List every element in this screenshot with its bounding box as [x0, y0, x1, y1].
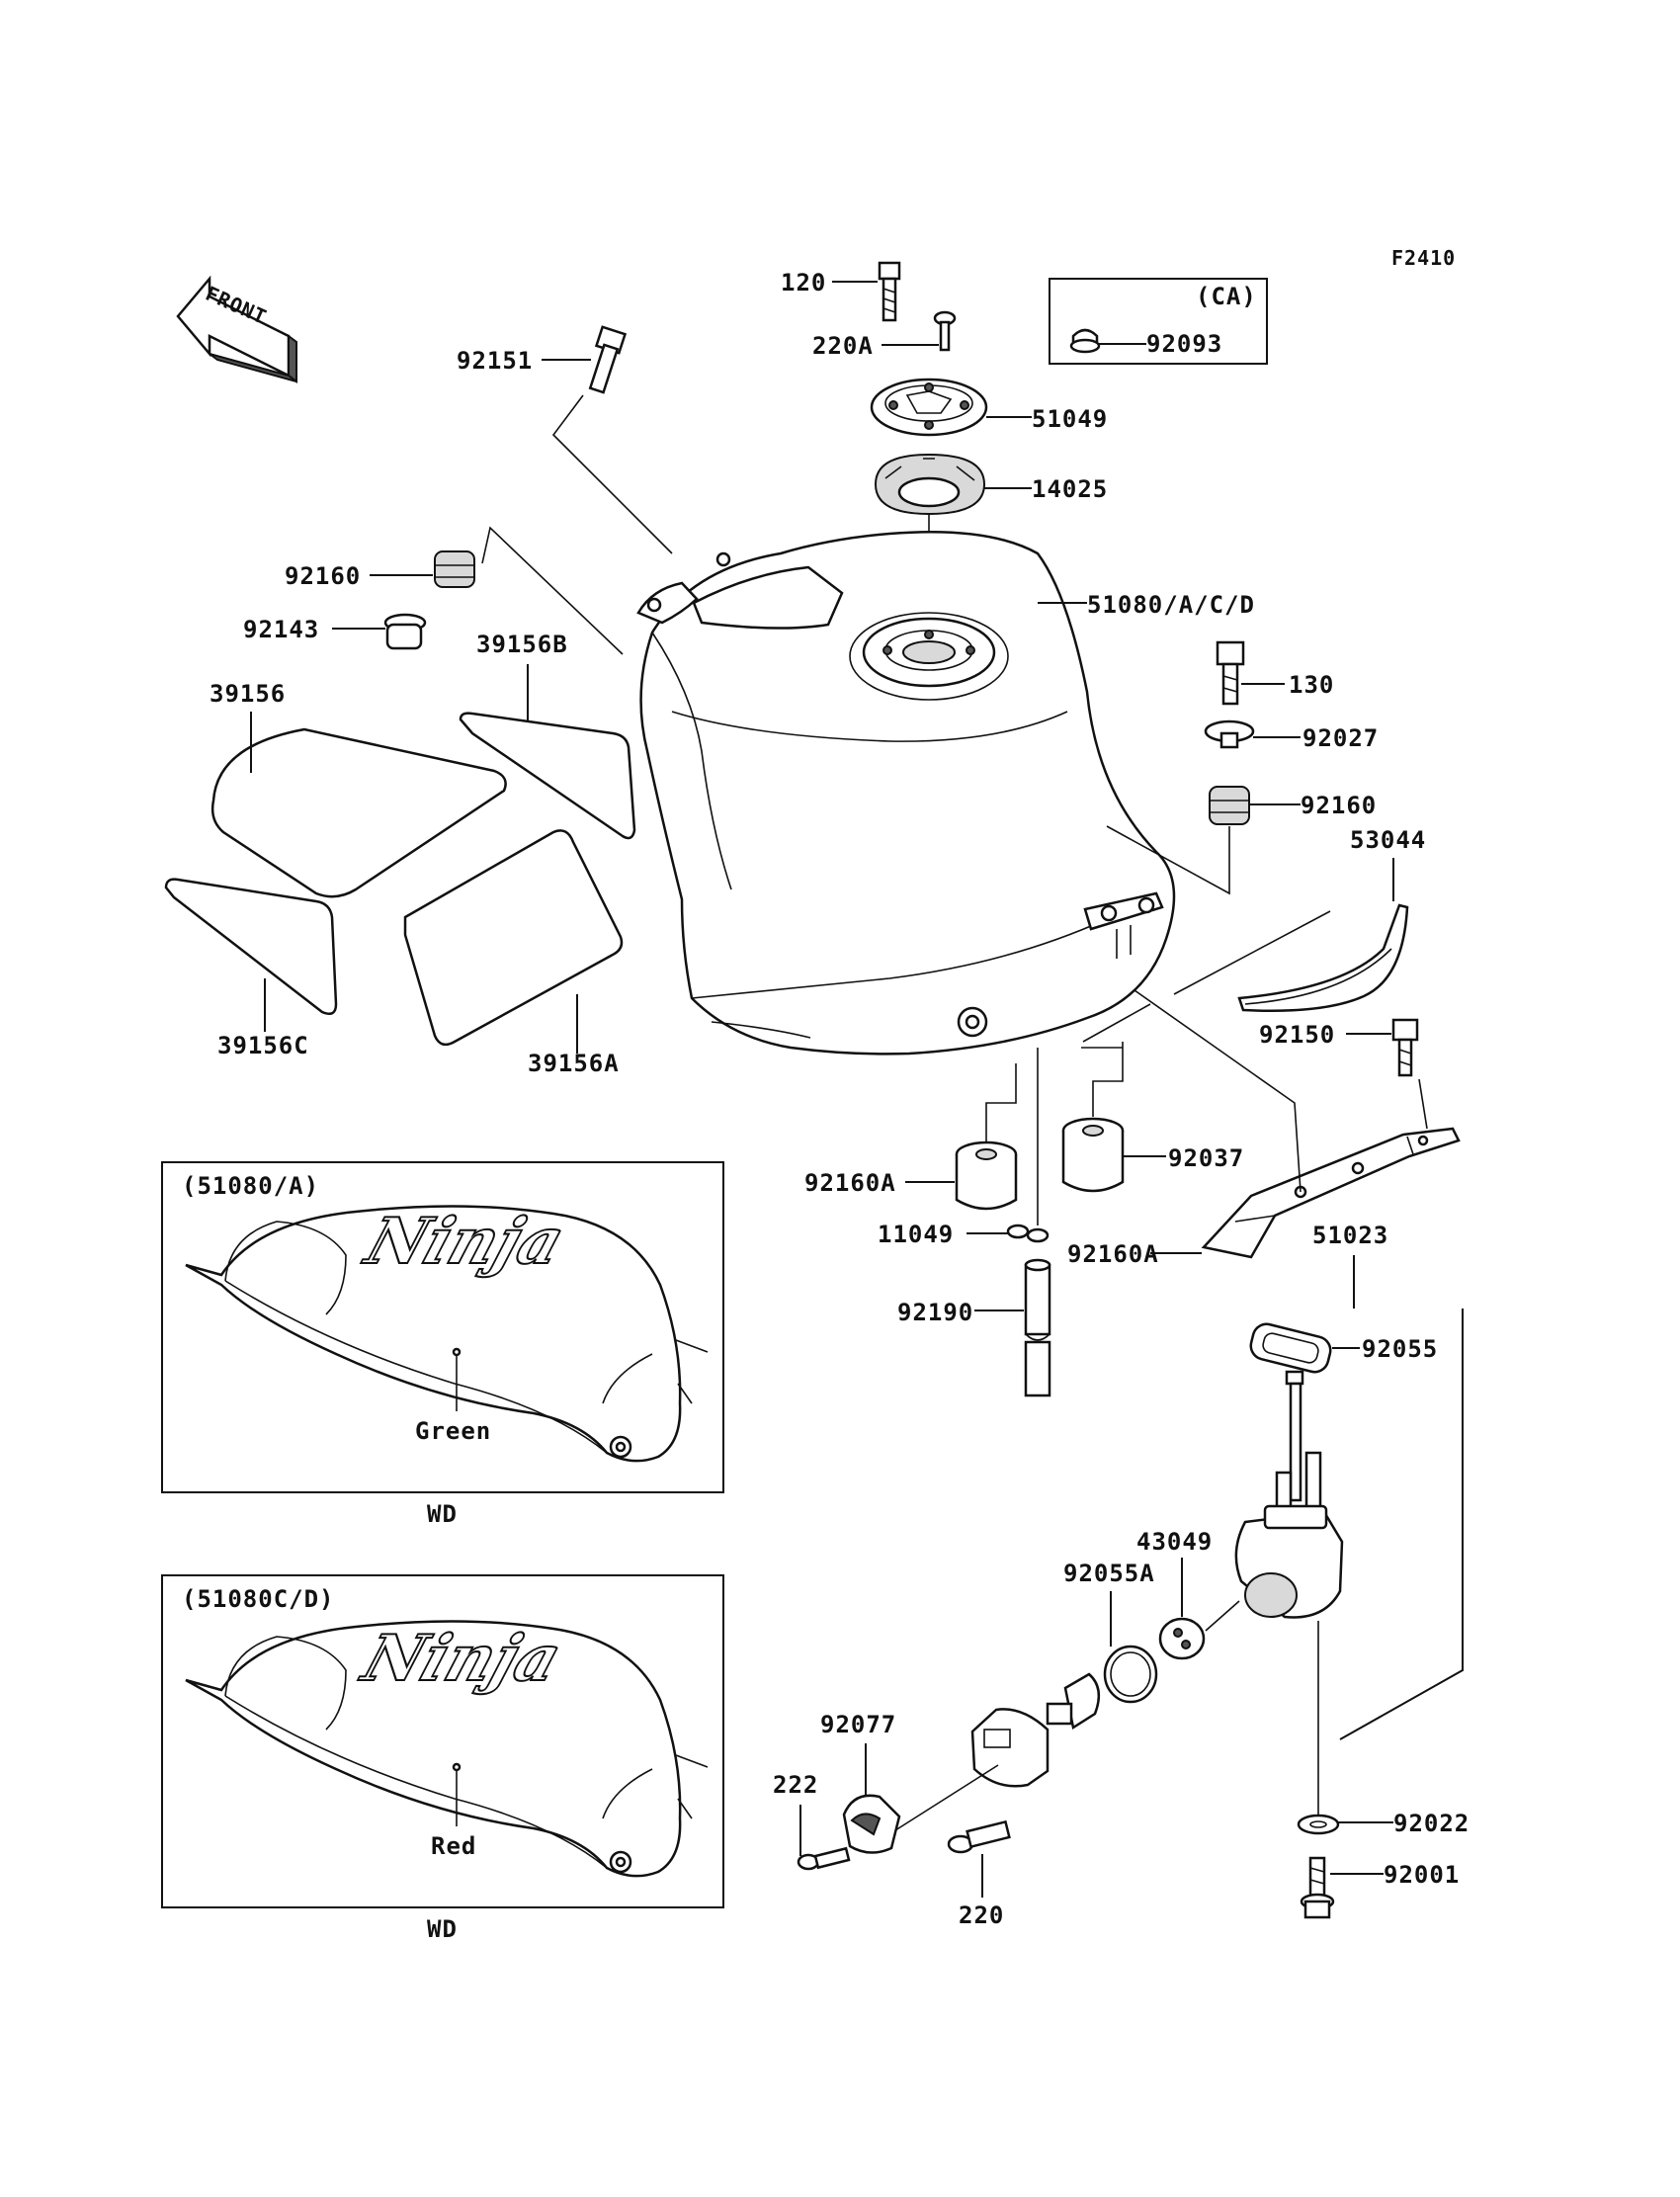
pad-39156A-icon [403, 829, 624, 1047]
callout-92077: 92077 [820, 1711, 896, 1738]
variant-a-box [161, 1161, 724, 1493]
filter-43049-icon [1158, 1617, 1206, 1660]
fuel-cock-body-icon [1234, 1370, 1344, 1619]
callout-92160A-right: 92037 [1168, 1144, 1244, 1172]
cap-nut-icon [1069, 328, 1101, 354]
callout-92160-right: 92160 [1301, 792, 1377, 819]
filler-ring-14025-icon [874, 453, 986, 516]
grommet-92160-right-icon [1209, 786, 1250, 825]
callout-92150: 92150 [1259, 1021, 1335, 1049]
lever-92077-icon [842, 1794, 901, 1854]
damper-92160A-left-icon [955, 1141, 1018, 1211]
callout-220A: 220A [812, 332, 874, 360]
washer-92027-icon [1204, 719, 1255, 749]
callout-53044: 53044 [1350, 826, 1426, 854]
cap-plate-51049-icon [870, 378, 988, 437]
screw-220A-icon [933, 310, 957, 352]
tank-variant-a-icon [185, 1205, 709, 1463]
variant-cd-logo: Ninja [353, 1622, 570, 1696]
clip-92037-icon [1006, 1224, 1050, 1243]
fuel-cock-assembly-frame [1339, 1309, 1464, 1740]
screw-220-icon [947, 1819, 1011, 1854]
callout-92055A: 92055A [1063, 1560, 1155, 1587]
gasket-92055-icon [1249, 1322, 1332, 1374]
callout-51080: 51080/A/C/D [1087, 591, 1255, 619]
grommet-92160-top-icon [434, 550, 475, 588]
callout-120: 120 [781, 269, 826, 296]
bolt-92001-icon [1300, 1856, 1335, 1919]
figure-id: F2410 [1391, 246, 1456, 270]
pad-39156-icon [210, 727, 507, 898]
variant-cd-market: WD [427, 1915, 458, 1943]
callout-43049: 43049 [1136, 1528, 1213, 1556]
washer-92022-icon [1297, 1814, 1340, 1835]
hose-92190-icon [1024, 1258, 1051, 1397]
callout-92001: 92001 [1384, 1861, 1460, 1889]
callout-39156A: 39156A [528, 1050, 620, 1077]
callout-92037: 11049 [878, 1221, 954, 1248]
callout-39156C: 39156C [217, 1032, 309, 1059]
pad-39156B-icon [459, 712, 636, 840]
valve-shaft-icon [1046, 1672, 1101, 1731]
callout-92160A-left: 92160A [804, 1169, 896, 1197]
callout-220: 220 [959, 1901, 1004, 1929]
variant-a-logo: Ninja [356, 1205, 573, 1279]
callout-92093: 92093 [1146, 330, 1222, 358]
strip-53044-icon [1237, 903, 1409, 1012]
bracket-11049-icon [1201, 1127, 1461, 1259]
front-arrow-icon: FRONT [176, 275, 297, 383]
variant-a-color: Green [415, 1417, 491, 1445]
bolt-130-icon [1216, 640, 1245, 706]
callout-39156: 39156 [210, 680, 286, 708]
screw-222-icon [797, 1846, 851, 1871]
callout-92022: 92022 [1393, 1810, 1470, 1837]
callout-222: 222 [773, 1771, 818, 1799]
callout-92055: 92055 [1362, 1335, 1438, 1363]
callout-130: 130 [1289, 671, 1334, 699]
callout-92027: 92027 [1302, 724, 1379, 752]
oring-92055A-icon [1103, 1645, 1158, 1704]
callout-14025: 14025 [1032, 475, 1108, 503]
bolt-92151-icon [588, 325, 628, 394]
ca-box [1049, 278, 1268, 365]
callout-11049: 92160A [1067, 1240, 1159, 1268]
collar-92143-icon [383, 613, 427, 650]
callout-92160-top: 92160 [285, 562, 361, 590]
bolt-120-icon [878, 261, 901, 322]
callout-92190: 92190 [897, 1299, 973, 1326]
variant-a-title: (51080/A) [182, 1172, 319, 1200]
variant-a-market: WD [427, 1500, 458, 1528]
pad-39156C-icon [164, 878, 338, 1015]
fuel-tank-51080-icon [636, 530, 1176, 1056]
damper-92160A-right-icon [1061, 1117, 1125, 1193]
callout-51023: 51023 [1312, 1222, 1388, 1249]
callout-92151: 92151 [457, 347, 533, 375]
variant-cd-box [161, 1574, 724, 1908]
cock-cover-plate-icon [970, 1708, 1050, 1788]
tank-variant-cd-icon [185, 1620, 709, 1878]
variant-cd-color: Red [431, 1832, 476, 1860]
callout-39156B: 39156B [476, 631, 568, 658]
ca-box-title: (CA) [1196, 283, 1257, 310]
variant-cd-title: (51080C/D) [182, 1585, 335, 1613]
bolt-92150-icon [1391, 1018, 1419, 1077]
callout-92143: 92143 [243, 616, 319, 643]
callout-51049: 51049 [1032, 405, 1108, 433]
